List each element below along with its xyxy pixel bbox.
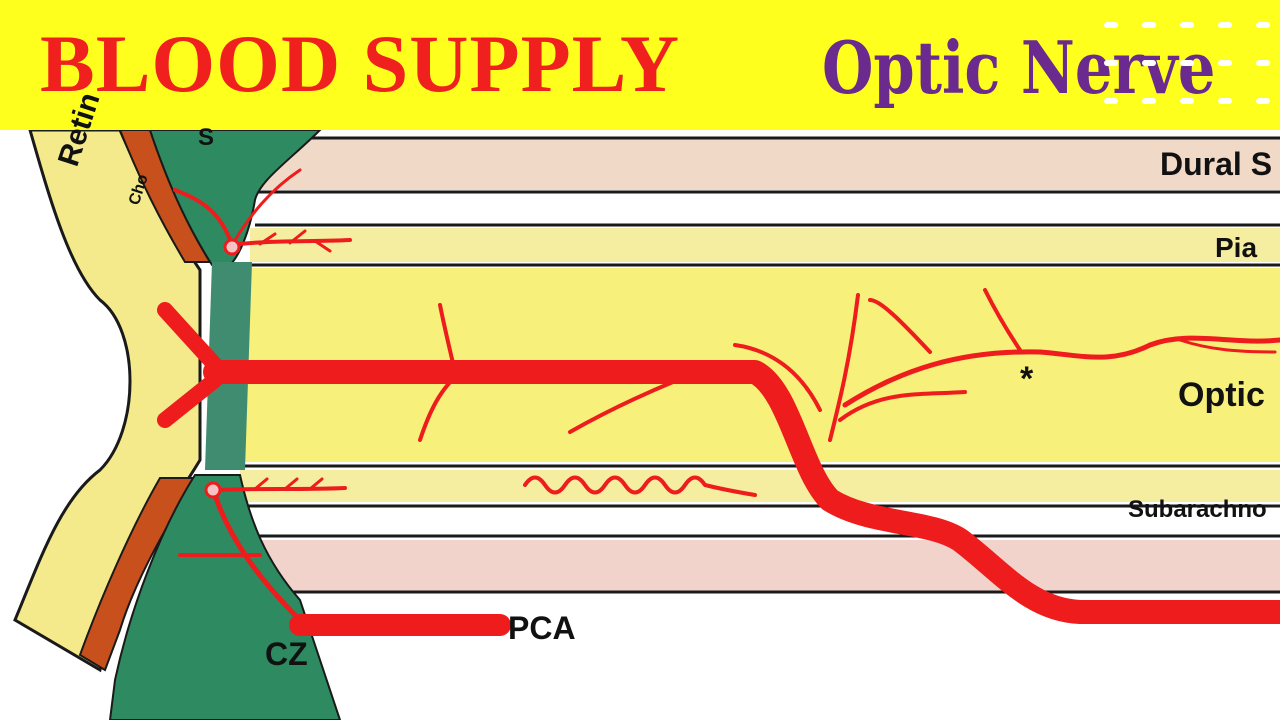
pia-lower	[240, 470, 1280, 502]
dot	[1218, 98, 1232, 104]
subdural-space-upper	[255, 198, 1280, 222]
nerve-branch	[828, 293, 860, 442]
dot	[1180, 60, 1194, 66]
dot	[1142, 22, 1156, 28]
arteries	[157, 168, 1280, 636]
pca-feeder	[212, 492, 303, 623]
dot	[1142, 98, 1156, 104]
dot	[1180, 98, 1194, 104]
decorative-dots-row	[1104, 22, 1280, 28]
dot	[1256, 98, 1270, 104]
pial-plexus	[523, 475, 757, 497]
sclera-artery-upper	[173, 188, 234, 247]
nerve-branch	[438, 303, 457, 374]
nerve-branch	[733, 343, 822, 412]
dot	[1218, 22, 1232, 28]
optic-nerve-diagram	[13, 130, 1280, 720]
pial-branch-upper-fork	[258, 229, 332, 253]
pial-branch-lower	[213, 486, 347, 492]
label-optic-nerve: Optic	[1178, 376, 1265, 414]
sclera-lower	[108, 474, 342, 720]
central-artery-branch-up	[157, 302, 223, 373]
nerve-branch	[983, 288, 1022, 352]
decorative-dots-row	[1104, 98, 1280, 104]
zinn-haller-node-lower	[204, 481, 222, 499]
label-subarachnoid: Subarachno	[1128, 496, 1267, 523]
label-pia: Pia	[1215, 232, 1258, 263]
nerve-branch	[868, 298, 932, 354]
label-asterisk: *	[1020, 360, 1034, 398]
label-sclera: S	[198, 124, 215, 151]
sclera-artery-upper-2	[230, 168, 302, 247]
pial-branch-lower-fork	[253, 477, 324, 491]
nerve-branch	[1178, 338, 1277, 354]
header-banner: BLOOD SUPPLY Optic Nerve	[0, 0, 1280, 130]
page-subtitle: Optic Nerve	[822, 25, 1216, 110]
dot	[1104, 60, 1118, 66]
dot	[1256, 22, 1270, 28]
subarachnoid-space-lower	[248, 510, 1280, 532]
label-dural-sheath: Dural S	[1160, 146, 1273, 182]
nerve-branch	[838, 390, 967, 422]
zinn-haller-node-upper	[223, 238, 241, 256]
dura-upper	[255, 138, 1280, 190]
dot	[1104, 22, 1118, 28]
pia-upper	[250, 228, 1280, 262]
dot	[1180, 22, 1194, 28]
dot	[1142, 60, 1156, 66]
nerve-branch	[568, 373, 692, 434]
label-cz: CZ	[265, 636, 308, 672]
nerve-branch	[842, 335, 1280, 408]
central-retinal-artery	[203, 360, 1280, 624]
dura-lower	[255, 540, 1280, 592]
dot	[1104, 98, 1118, 104]
decorative-dots-row	[1104, 60, 1280, 66]
dot	[1218, 60, 1232, 66]
sclera-upper	[148, 130, 322, 266]
page-title: BLOOD SUPPLY	[40, 18, 681, 109]
nerve-branch	[418, 370, 462, 442]
sheath-lines	[240, 136, 1280, 594]
dot	[1256, 60, 1270, 66]
central-artery-branch-down	[157, 372, 223, 428]
label-pca: PCA	[508, 610, 576, 646]
